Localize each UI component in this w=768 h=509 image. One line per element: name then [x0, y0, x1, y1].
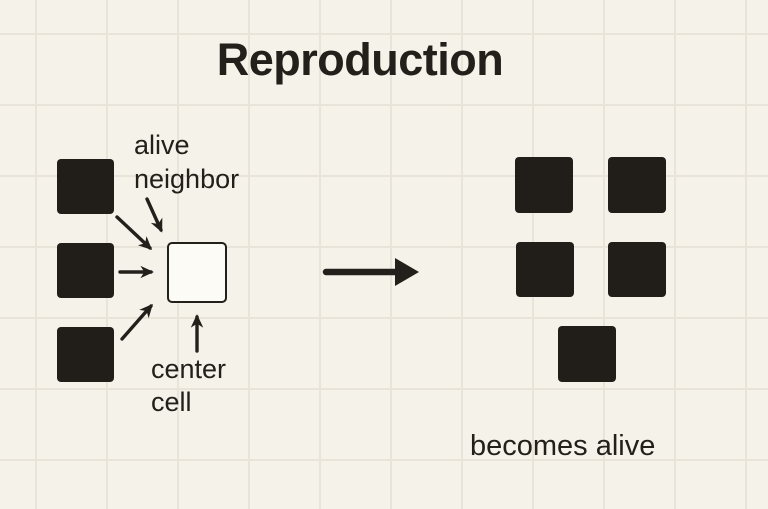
result-new-alive-cell [558, 326, 616, 382]
result-alive-cell-2 [608, 157, 666, 213]
alive-neighbor-cell-1 [57, 159, 114, 214]
alive-neighbor-cell-3 [57, 327, 114, 382]
neighbor-arrow-top-icon [115, 215, 153, 250]
alive-neighbor-cell-2 [57, 243, 114, 298]
becomes-alive-caption: becomes alive [470, 430, 656, 462]
result-alive-cell-1 [515, 157, 573, 213]
label-pointer-arrow-icon [145, 197, 163, 233]
alive-neighbor-label: alive neighbor [134, 130, 240, 194]
neighbor-arrow-bottom-icon [120, 303, 153, 341]
result-alive-cell-3 [516, 242, 574, 297]
center-cell-label: center cell [151, 354, 227, 417]
transition-arrowhead-icon [395, 258, 419, 286]
center-cell [167, 242, 227, 303]
page-title: Reproduction [216, 34, 504, 85]
result-alive-cell-4 [608, 242, 666, 297]
